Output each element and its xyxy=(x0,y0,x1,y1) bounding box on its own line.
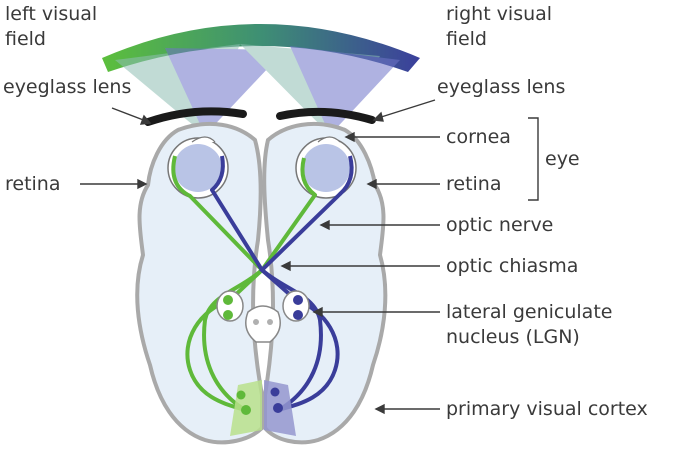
right-visual-field-line-2: field xyxy=(446,28,487,50)
optic-chiasma-label: optic chiasma xyxy=(446,255,578,277)
retina-right-label: retina xyxy=(446,173,502,195)
lgn-line-2: nucleus (LGN) xyxy=(446,326,580,348)
lgn-label: lateral geniculate nucleus (LGN) xyxy=(446,301,619,348)
eyeglass-lens-left xyxy=(144,107,247,126)
primary-visual-cortex xyxy=(230,380,296,436)
left-visual-field-line-2: field xyxy=(5,28,46,50)
brain xyxy=(135,122,388,445)
brain-left-hemisphere xyxy=(135,122,264,445)
right-visual-field-line-1: right visual xyxy=(446,3,552,25)
right-eye xyxy=(295,136,357,199)
eyeglass-lens-right-label: eyeglass lens xyxy=(437,76,565,98)
left-visual-field-label: left visual field xyxy=(5,3,103,50)
right-visual-field-label: right visual field xyxy=(446,3,558,50)
cornea-label: cornea xyxy=(446,126,511,148)
eyeglass-lens-right xyxy=(276,107,376,124)
lgn-left xyxy=(216,290,244,322)
eye-label: eye xyxy=(545,148,580,170)
callout-lines xyxy=(80,99,539,415)
brain-right-hemisphere xyxy=(262,122,388,445)
eyeglass-lens-left-label: eyeglass lens xyxy=(3,76,131,98)
lgn-line-1: lateral geniculate xyxy=(446,301,612,323)
left-visual-field-line-1: left visual xyxy=(5,3,97,25)
primary-visual-cortex-label: primary visual cortex xyxy=(446,398,648,420)
lgn-right xyxy=(282,290,310,322)
midbrain xyxy=(245,305,281,343)
retina-left-label: retina xyxy=(5,173,61,195)
visual-field-arc xyxy=(102,24,420,72)
left-eye xyxy=(167,136,229,199)
optic-nerve-label: optic nerve xyxy=(446,214,553,236)
